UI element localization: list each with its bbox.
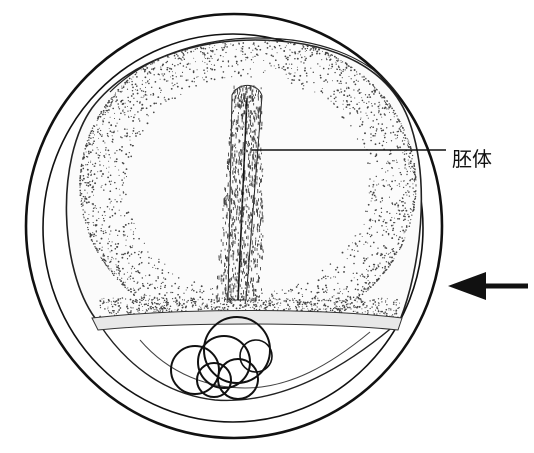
- embryo-label: 胚体: [452, 147, 492, 171]
- lower-chamber: [100, 325, 395, 400]
- oil-globule: [197, 363, 231, 397]
- oil-globules: [171, 317, 272, 399]
- oil-globule: [204, 317, 270, 383]
- left-arrow-icon: [448, 272, 528, 300]
- yolk-base-band: [92, 311, 402, 331]
- oil-globule: [240, 340, 272, 372]
